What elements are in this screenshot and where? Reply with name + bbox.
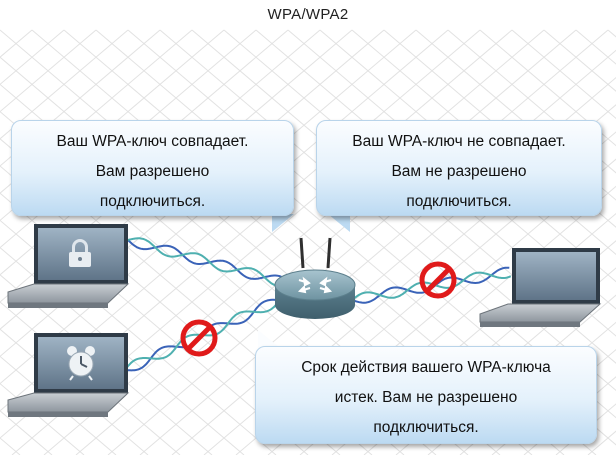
grid-line	[0, 29, 417, 385]
grid-line	[0, 437, 21, 456]
grid-line	[0, 274, 213, 456]
grid-line	[415, 29, 616, 201]
laptop-top-left	[7, 224, 130, 308]
grid-line	[0, 29, 161, 167]
callout-line: Вам разрешено	[95, 163, 210, 180]
grid-line	[255, 29, 616, 337]
laptop-right	[479, 248, 602, 327]
grid-line	[0, 382, 85, 456]
grid-line	[319, 29, 616, 283]
blocked-icon-bottom	[180, 319, 218, 357]
callout-key-match: Ваш WPA-ключ совпадает. Вам разрешено по…	[11, 120, 294, 216]
grid-line	[75, 29, 577, 456]
grid-line	[0, 29, 449, 412]
alarm-clock-icon	[67, 346, 95, 381]
grid-line	[0, 29, 225, 222]
callout-line: Срок действия вашего WPA-ключа	[301, 359, 551, 376]
grid-line	[223, 29, 616, 364]
laptop-bottom-left	[7, 333, 130, 417]
grid-line	[0, 29, 257, 249]
callout-key-mismatch: Ваш WPA-ключ не совпадает. Вам не разреш…	[316, 120, 602, 216]
grid-line	[0, 219, 277, 456]
grid-line	[0, 29, 129, 140]
grid-line	[479, 29, 616, 147]
grid-line	[0, 246, 245, 456]
callout-tail-right	[328, 214, 350, 232]
grid-line	[287, 29, 616, 310]
callout-line: Вам не разрешено	[391, 163, 527, 180]
wave-link-top-left	[127, 239, 284, 280]
grid-line	[447, 29, 616, 174]
grid-line	[523, 376, 616, 456]
blocked-icon-right	[419, 261, 457, 299]
callout-key-expired: Срок действия вашего WPA-ключа истек. Ва…	[255, 346, 597, 444]
grid-line	[351, 29, 616, 256]
grid-line	[607, 29, 616, 38]
grid-line	[0, 29, 385, 358]
callout-tail-left	[272, 214, 294, 232]
callout-line: подключиться.	[373, 419, 479, 436]
grid-line	[191, 29, 616, 392]
callout-line: истек. Вам не разрешено	[334, 389, 518, 406]
callout-line: Ваш WPA-ключ не совпадает.	[352, 133, 566, 150]
grid-line	[511, 29, 616, 120]
callout-line: Ваш WPA-ключ совпадает.	[56, 133, 249, 150]
grid-line	[0, 29, 97, 113]
padlock-icon	[69, 239, 91, 267]
callout-line: подключиться.	[406, 193, 512, 210]
router-icon	[274, 237, 356, 319]
grid-line	[0, 29, 33, 58]
diagram-title: WPA/WPA2	[267, 6, 349, 23]
callout-tail-bottom	[258, 330, 280, 348]
grid-line	[139, 49, 616, 456]
grid-line	[0, 29, 193, 194]
grid-line	[0, 355, 117, 456]
callout-line: подключиться.	[99, 193, 206, 210]
wave-link-top-left	[127, 237, 281, 288]
grid-line	[383, 29, 616, 228]
grid-line	[107, 29, 609, 456]
wave-link-right	[351, 271, 512, 301]
